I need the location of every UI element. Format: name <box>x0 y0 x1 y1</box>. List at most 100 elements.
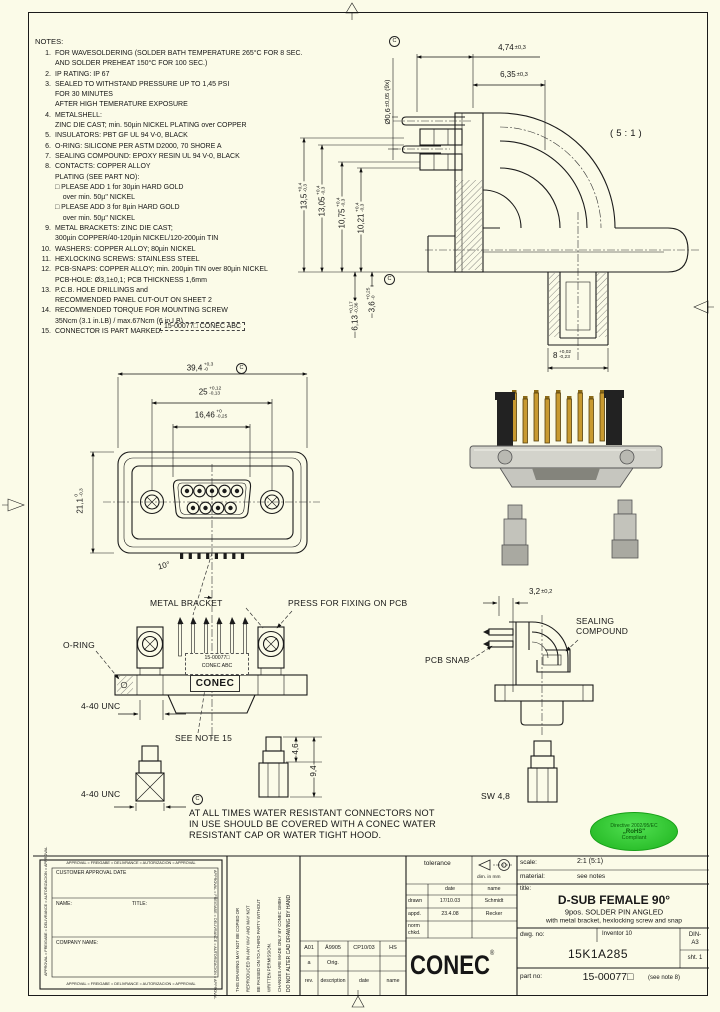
dim-in-mm-note: dim. in mm <box>477 875 501 880</box>
sheet-number: sht. 1 <box>687 955 703 961</box>
view-iso <box>469 390 663 566</box>
approval-border-top: APPROVAL = FREIGABE = DELIVRANCE = AUTOR… <box>66 861 196 865</box>
view-front <box>90 372 320 616</box>
approval-border-right: APPROVAL = FREIGABE = DELIVRANCE = AUTOR… <box>213 870 217 1000</box>
callout-press-fixing: PRESS FOR FIXING ON PCB <box>288 598 408 608</box>
note-number: 4. <box>45 111 51 119</box>
dwgno-value: 15K1A285 <box>567 947 629 961</box>
notes-list: 1. FOR WAVESOLDERING (SOLDER BATH TEMPER… <box>35 49 335 337</box>
dim-8: 8+0,02-0,23 <box>552 350 573 361</box>
rev-row1-date: CP10/03 <box>353 945 375 951</box>
signoff-name-header: name <box>487 886 501 892</box>
note-item: 5. INSULATORS: PBT GF UL 94 V-0, BLACK <box>35 131 335 141</box>
rev-header-name: name <box>386 978 400 984</box>
view-side <box>465 596 594 803</box>
note-number: 15. <box>41 328 51 336</box>
callout-sealing-compound: SEALING COMPOUND <box>576 616 629 636</box>
circled-c-icon: C <box>389 36 400 47</box>
dim-39-4: 39,4+0,3-0 <box>185 362 215 373</box>
connector-part-marking: 15-00077□ CONEC ABC <box>185 653 249 675</box>
note-number: 11. <box>41 255 51 263</box>
circled-c-icon: C <box>236 363 247 374</box>
note-item: 8. CONTACTS: COPPER ALLOY PLATING (SEE P… <box>35 162 335 224</box>
dim-6-35: 6,35±0,3 <box>499 70 529 79</box>
signoff-appd-name: Recker <box>485 911 503 917</box>
note-item: 1. FOR WAVESOLDERING (SOLDER BATH TEMPER… <box>35 49 335 70</box>
note-number: 3. <box>45 80 51 88</box>
dim-25: 25+0,12-0,13 <box>197 386 223 397</box>
callout-see-note-15: SEE NOTE 15 <box>175 733 232 743</box>
partno-label: part no: <box>520 973 543 980</box>
dim-3-6: 3,6+0,25-0 <box>366 286 377 314</box>
note-item: 2. IP RATING: IP 67 <box>35 70 335 80</box>
note-text: METAL BRACKETS: ZINC DIE CAST; 300µin CO… <box>55 225 219 243</box>
note-item: 15. CONNECTOR IS PART MARKED: <box>35 327 335 337</box>
note-item: 10. WASHERS: COPPER ALLOY; 80µin NICKEL <box>35 245 335 255</box>
notes-heading: NOTES: <box>35 37 64 46</box>
rev-header-date: date <box>358 978 370 984</box>
part-marking-box: 15-00077□ CONEC ABC <box>160 322 245 331</box>
note-item: 3. SEALED TO WITHSTAND PRESSURE UP TO 1,… <box>35 80 335 111</box>
signoff-appd-date: 23.4.08 <box>441 911 459 917</box>
signoff-drawn-date: 17/10.03 <box>439 898 461 904</box>
signoff-norm-label: norm <box>408 923 420 929</box>
callout-pcb-snap: PCB SNAP <box>425 655 470 665</box>
rohs-compliant: Compliant <box>621 834 647 841</box>
copy-disclaimer: THIS DRAWING MAY NOT BE COPIED OR REPROD… <box>235 897 282 992</box>
titleblock-lines <box>33 855 709 996</box>
note-text: CONTACTS: COPPER ALLOY PLATING (SEE PART… <box>55 163 184 222</box>
signoff-appd-label: appd. <box>408 911 421 917</box>
cad-disclaimer: DO NOT ALTER CAD DRAWING BY HAND <box>286 894 292 992</box>
signoff-drawn-label: drawn <box>408 898 423 904</box>
sheet-frame <box>28 12 708 996</box>
projection-symbol-icon <box>478 859 512 871</box>
dim-13-5: 13,5+0,4-0,3 <box>298 181 309 211</box>
scale-5-1-label: ( 5 : 1 ) <box>610 128 642 139</box>
note-text: SEALING COMPOUND: EPOXY RESIN UL 94 V-0,… <box>55 152 240 160</box>
material-label: material: <box>520 873 545 880</box>
note-text: METALSHELL: ZINC DIE CAST; min. 50µin NI… <box>55 111 247 130</box>
note-text: WASHERS: COPPER ALLOY; 80µin NICKEL <box>55 245 196 253</box>
dim-pin-diameter: Ø0,6±0,05(9x) <box>383 78 392 126</box>
rohs-badge: Directive 2002/95/EC „RoHS" Compliant <box>590 812 678 851</box>
note-text: FOR WAVESOLDERING (SOLDER BATH TEMPERATU… <box>55 50 303 68</box>
circled-c-icon: C <box>192 794 203 805</box>
signoff-drawn-name: Schmidt <box>484 898 504 904</box>
marking-text: CONEC ABC <box>201 663 233 669</box>
format-din: DIN- <box>688 932 702 938</box>
note-number: 5. <box>45 132 51 140</box>
view-assembly <box>95 607 322 811</box>
note-text: CONNECTOR IS PART MARKED: <box>55 328 163 336</box>
note-number: 10. <box>41 245 51 253</box>
approval-customer-date: CUSTOMER APPROVAL DATE <box>56 870 127 876</box>
note-item: 7. SEALING COMPOUND: EPOXY RESIN UL 94 V… <box>35 152 335 162</box>
note-item: 13. P.C.B. HOLE DRILLINGS and RECOMMENDE… <box>35 286 335 307</box>
marking-partno: 15-00077□ <box>204 655 230 661</box>
dim-sw-4-8: SW 4,8 <box>481 791 511 801</box>
note-number: 8. <box>45 163 51 171</box>
note-number: 9. <box>45 225 51 233</box>
note-number: 14. <box>41 307 51 315</box>
note-item: 4. METALSHELL: ZINC DIE CAST; min. 50µin… <box>35 111 335 132</box>
approval-name: NAME: <box>56 901 72 907</box>
registered-mark: ® <box>489 950 495 957</box>
drawing-subtitle: 9pos. SOLDER PIN ANGLED <box>564 907 664 917</box>
note-number: 1. <box>45 50 51 57</box>
material-value: see notes <box>577 873 606 880</box>
rev-row2-description: Orig. <box>327 960 339 966</box>
callout-4-40-unc-top: 4-40 UNC <box>81 701 121 711</box>
note-text: O-RING: SILICONE PER ASTM D2000, 70 SHOR… <box>55 142 222 150</box>
note-item: 6. O-RING: SILICONE PER ASTM D2000, 70 S… <box>35 142 335 152</box>
note-number: 13. <box>41 286 51 294</box>
signoff-chkd-label: chkd. <box>408 930 421 936</box>
dim-4-6: 4,6 <box>291 742 300 756</box>
dim-9-4: 9,4 <box>309 764 318 778</box>
title-label: title: <box>520 886 532 892</box>
partno-note: (see note 8) <box>648 975 681 981</box>
note-text: HEXLOCKING SCREWS: STAINLESS STEEL <box>55 255 200 263</box>
rev-header-description: description <box>320 978 346 984</box>
tolerance-label: tolerance <box>424 860 451 867</box>
rev-row1-rev: A01 <box>304 945 314 951</box>
